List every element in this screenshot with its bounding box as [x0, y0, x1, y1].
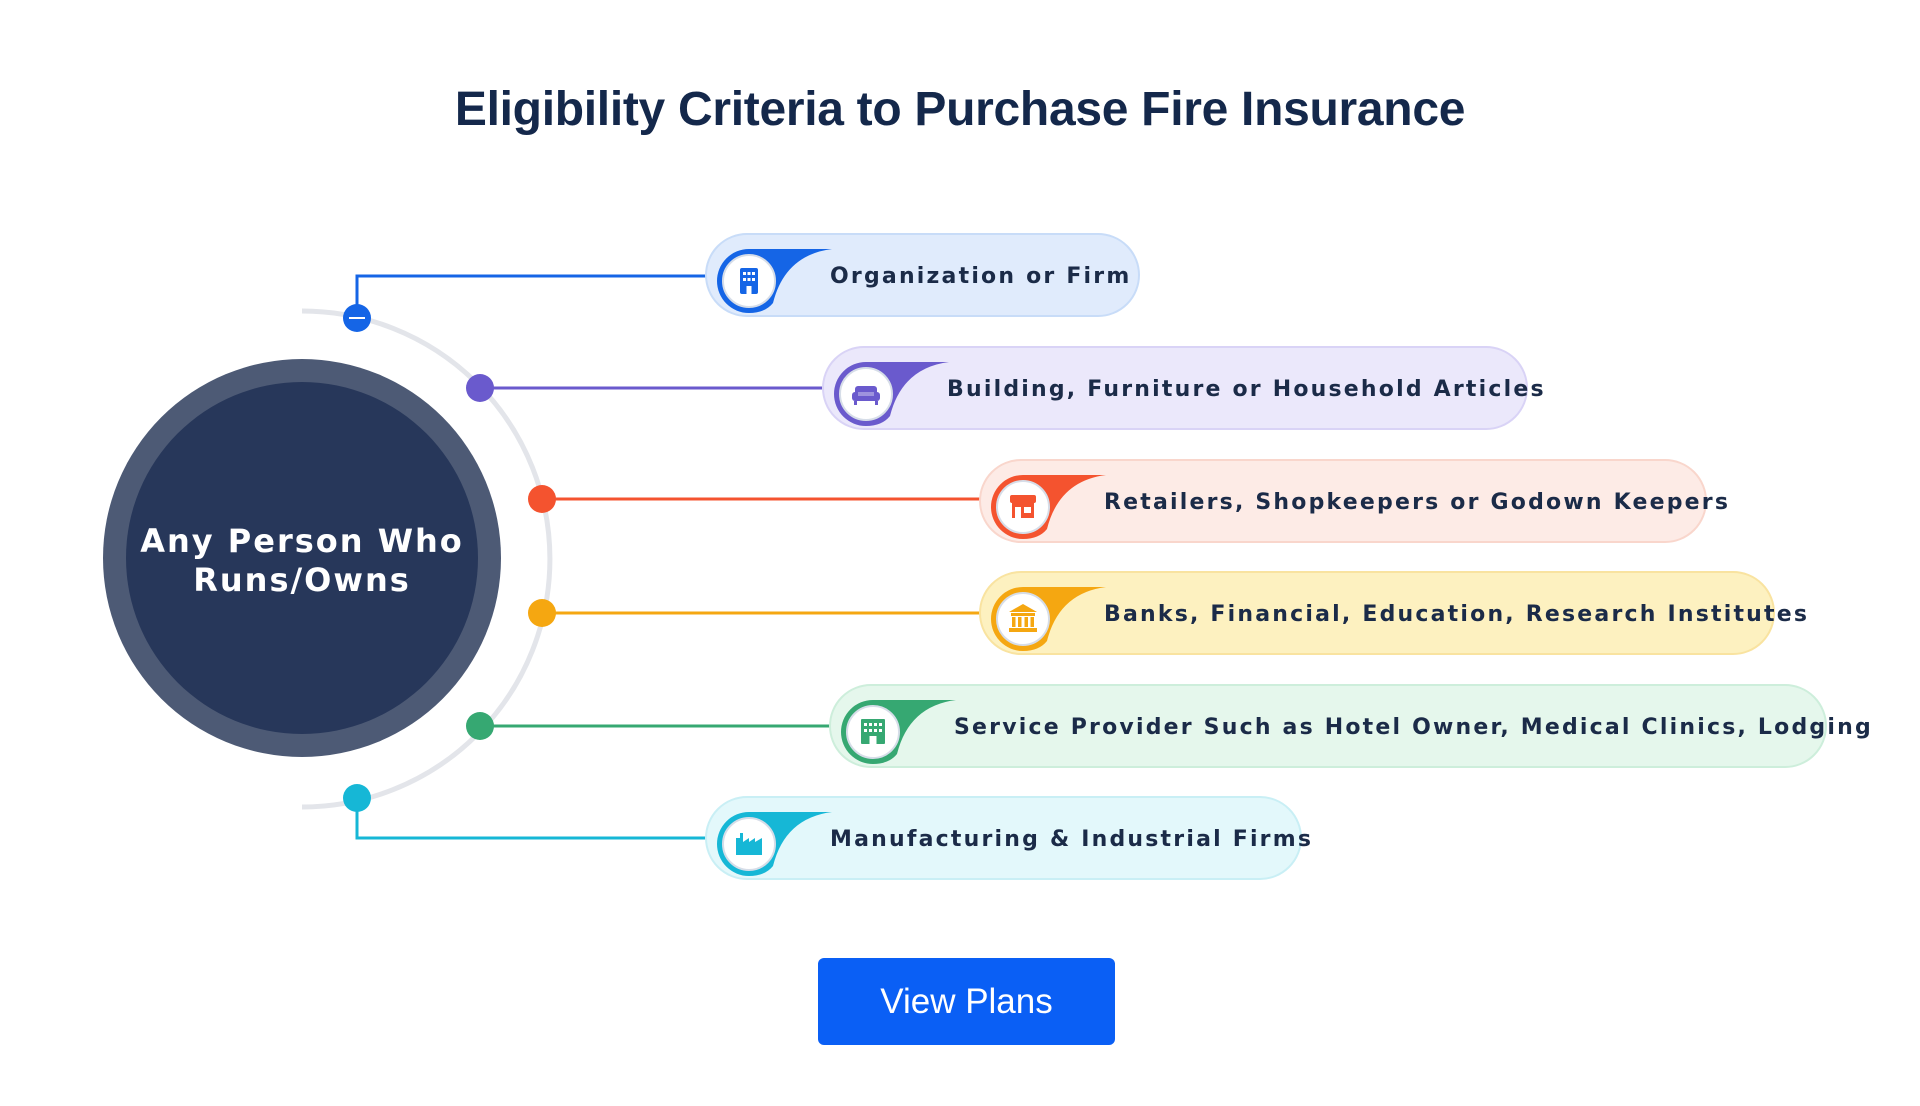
criterion-label: Retailers, Shopkeepers or Godown Keepers	[1104, 490, 1731, 515]
connector-3	[528, 485, 980, 513]
criterion-organization: Organization or Firm	[705, 233, 1140, 317]
hotel-icon	[861, 719, 885, 744]
criterion-building: Building, Furniture or Household Article…	[822, 346, 1544, 430]
badge-6	[717, 812, 832, 876]
storefront-icon	[1010, 495, 1036, 518]
view-plans-button[interactable]: View Plans	[818, 958, 1115, 1045]
bank-building-icon	[1009, 604, 1037, 632]
connector-arc	[301, 308, 553, 810]
criterion-institutions: Banks, Financial, Education, Research In…	[979, 571, 1807, 655]
criterion-label: Service Provider Such as Hotel Owner, Me…	[954, 715, 1873, 740]
badge-1	[717, 249, 832, 313]
criterion-manufacturing: Manufacturing & Industrial Firms	[705, 796, 1311, 880]
connector-4	[528, 599, 980, 627]
factory-icon	[736, 833, 762, 855]
criterion-label: Organization or Firm	[830, 264, 1132, 289]
connector-5	[466, 712, 830, 740]
connector-2	[466, 374, 822, 402]
hub-label-line2: Runs/Owns	[193, 561, 411, 599]
sofa-icon	[852, 386, 880, 405]
criterion-retailers: Retailers, Shopkeepers or Godown Keepers	[979, 459, 1728, 543]
criterion-label: Building, Furniture or Household Article…	[947, 377, 1546, 402]
connector-6	[343, 784, 706, 840]
page-title: Eligibility Criteria to Purchase Fire In…	[454, 83, 1466, 136]
connector-1	[343, 274, 706, 332]
criterion-label: Manufacturing & Industrial Firms	[830, 827, 1314, 852]
badge-4	[991, 587, 1106, 651]
badge-2	[834, 362, 949, 426]
criterion-service-providers: Service Provider Such as Hotel Owner, Me…	[829, 684, 1871, 768]
office-building-icon	[740, 268, 758, 294]
hub-inner-circle	[126, 382, 478, 734]
badge-5	[841, 700, 956, 764]
badge-3	[991, 475, 1106, 539]
criterion-label: Banks, Financial, Education, Research In…	[1104, 602, 1810, 627]
hub-label-line1: Any Person Who	[140, 522, 464, 560]
